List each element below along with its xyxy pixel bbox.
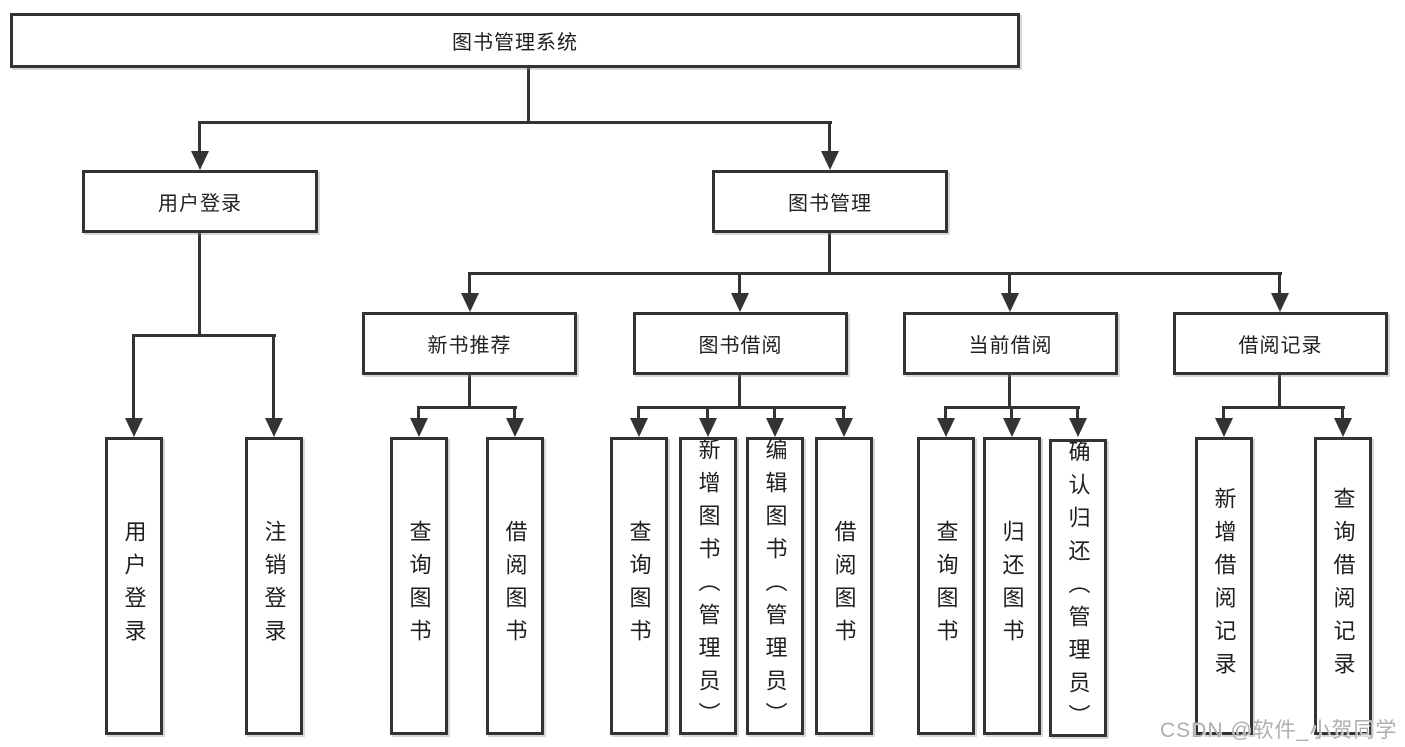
connector-line	[706, 406, 709, 419]
connector-line	[417, 406, 420, 419]
arrowhead-down-icon	[1001, 293, 1019, 312]
node-book-management-label: 图书管理	[788, 193, 872, 215]
connector-line	[828, 233, 831, 272]
connector-line	[1278, 375, 1281, 406]
node-record-query-record: 查询借阅记录	[1314, 437, 1372, 735]
connector-line	[417, 406, 517, 409]
node-logout: 注销登录	[245, 437, 303, 735]
node-borrow-query-books-label: 查询图书	[626, 520, 652, 652]
node-record-add-record-label: 新增借阅记录	[1211, 487, 1237, 685]
node-borrow-edit-books-admin: 编辑图书（管理员）	[746, 437, 804, 735]
node-borrow-record-label: 借阅记录	[1238, 335, 1323, 357]
arrowhead-down-icon	[506, 418, 524, 437]
arrowhead-down-icon	[125, 418, 143, 437]
connector-line	[198, 121, 832, 124]
node-current-query-books: 查询图书	[917, 437, 975, 735]
node-borrow-edit-books-admin-label: 编辑图书（管理员）	[762, 437, 788, 735]
node-current-confirm-return-admin: 确认归还（管理员）	[1049, 439, 1107, 737]
csdn-watermark: CSDN @软件_小贺同学	[1160, 719, 1398, 742]
connector-line	[1222, 406, 1225, 419]
connector-line	[527, 68, 530, 121]
connector-line	[468, 272, 471, 294]
node-user-login-leaf-label: 用户登录	[121, 520, 147, 652]
node-borrow-add-books-admin-label: 新增图书（管理员）	[695, 437, 721, 735]
connector-line	[1278, 272, 1281, 294]
node-new-book-recommend: 新书推荐	[362, 312, 577, 375]
node-current-return-books-label: 归还图书	[999, 520, 1025, 652]
node-book-management: 图书管理	[712, 170, 948, 233]
node-current-borrow: 当前借阅	[903, 312, 1118, 375]
connector-line	[468, 375, 471, 406]
connector-line	[738, 272, 741, 294]
connector-line	[637, 406, 846, 409]
node-record-query-record-label: 查询借阅记录	[1330, 487, 1356, 685]
connector-line	[198, 121, 201, 152]
connector-line	[842, 406, 845, 419]
connector-line	[828, 121, 831, 152]
node-book-borrow-label: 图书借阅	[698, 335, 783, 357]
arrowhead-down-icon	[937, 418, 955, 437]
arrowhead-down-icon	[1003, 418, 1021, 437]
node-current-confirm-return-admin-label: 确认归还（管理员）	[1065, 439, 1091, 737]
arrowhead-down-icon	[1271, 293, 1289, 312]
node-borrow-add-books-admin: 新增图书（管理员）	[679, 437, 737, 735]
node-logout-label: 注销登录	[261, 520, 287, 652]
node-record-add-record: 新增借阅记录	[1195, 437, 1253, 735]
connector-line	[468, 272, 1282, 275]
arrowhead-down-icon	[766, 418, 784, 437]
node-recommend-borrow-books: 借阅图书	[486, 437, 544, 735]
node-recommend-query-books: 查询图书	[390, 437, 448, 735]
arrowhead-down-icon	[731, 293, 749, 312]
node-borrow-record: 借阅记录	[1173, 312, 1388, 375]
connector-line	[1222, 406, 1345, 409]
arrowhead-down-icon	[410, 418, 428, 437]
connector-line	[272, 334, 275, 419]
arrowhead-down-icon	[461, 293, 479, 312]
connector-line	[944, 406, 947, 419]
arrowhead-down-icon	[630, 418, 648, 437]
arrowhead-down-icon	[835, 418, 853, 437]
node-new-book-recommend-label: 新书推荐	[427, 335, 512, 357]
node-root: 图书管理系统	[10, 13, 1020, 68]
arrowhead-down-icon	[699, 418, 717, 437]
node-current-return-books: 归还图书	[983, 437, 1041, 735]
node-borrow-borrow-books-label: 借阅图书	[831, 520, 857, 652]
connector-line	[637, 406, 640, 419]
node-current-query-books-label: 查询图书	[933, 520, 959, 652]
arrowhead-down-icon	[191, 151, 209, 170]
connector-line	[1010, 406, 1013, 419]
arrowhead-down-icon	[1215, 418, 1233, 437]
node-user-login-leaf: 用户登录	[105, 437, 163, 735]
connector-line	[738, 375, 741, 406]
node-user-login: 用户登录	[82, 170, 318, 233]
node-current-borrow-label: 当前借阅	[968, 335, 1053, 357]
arrowhead-down-icon	[821, 151, 839, 170]
connector-line	[1008, 272, 1011, 294]
node-user-login-label: 用户登录	[158, 193, 242, 215]
connector-line	[198, 233, 201, 334]
connector-line	[513, 406, 516, 419]
connector-line	[132, 334, 276, 337]
arrowhead-down-icon	[265, 418, 283, 437]
node-borrow-query-books: 查询图书	[610, 437, 668, 735]
connector-line	[132, 334, 135, 419]
connector-line	[1008, 375, 1011, 406]
node-book-borrow: 图书借阅	[633, 312, 848, 375]
node-root-label: 图书管理系统	[452, 32, 578, 54]
connector-line	[1341, 406, 1344, 419]
connector-line	[773, 406, 776, 419]
node-borrow-borrow-books: 借阅图书	[815, 437, 873, 735]
arrowhead-down-icon	[1334, 418, 1352, 437]
connector-line	[1076, 406, 1079, 419]
node-recommend-query-books-label: 查询图书	[406, 520, 432, 652]
node-recommend-borrow-books-label: 借阅图书	[502, 520, 528, 652]
arrowhead-down-icon	[1069, 418, 1087, 437]
